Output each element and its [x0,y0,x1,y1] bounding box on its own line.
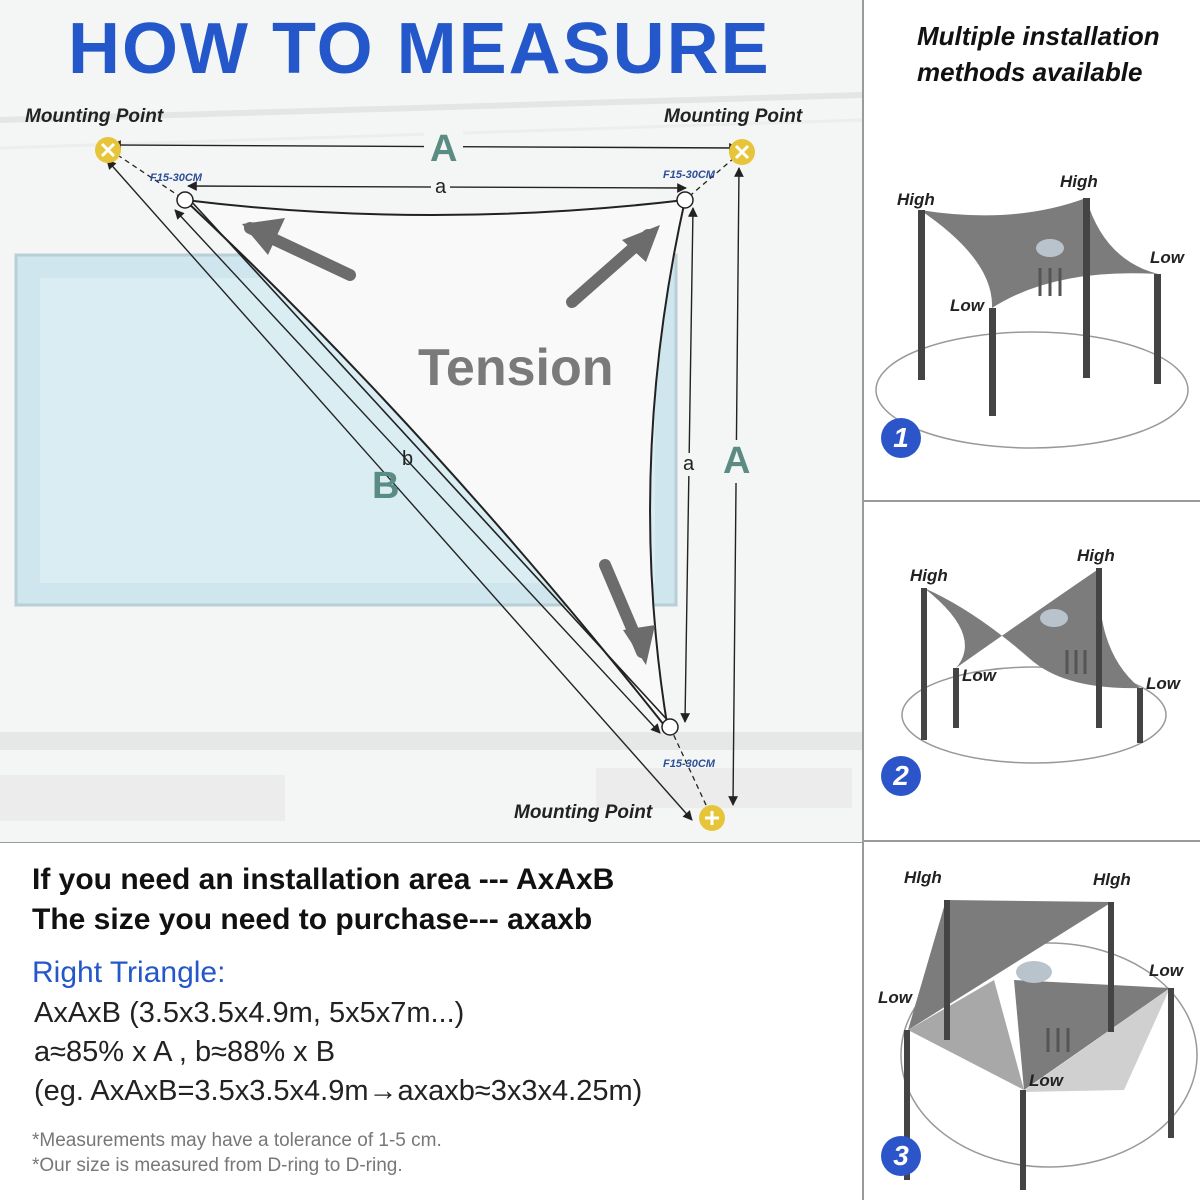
label-low-1b: Low [1150,248,1184,267]
measure-panel: HOW TO MEASURE Mounting Point Mounting P… [0,0,862,842]
gap-label-top-right: F15-30CM [663,169,715,181]
method-number-1: 1 [881,418,921,458]
label-low-3c: Low [1029,1071,1063,1090]
shade-sail-3a [908,900,1112,1030]
dimension-A-right [728,167,744,806]
shade-sail-3b [908,980,1024,1090]
method-number-2: 2 [881,756,921,796]
label-A-right: A [721,440,753,483]
mounting-point-label-bottom: Mounting Point [514,802,653,823]
page-title: HOW TO MEASURE [68,9,771,89]
mounting-point-label-top-right: Mounting Point [664,106,803,127]
post [1168,988,1174,1138]
mounting-point-icon-bottom [699,805,725,831]
label-low-2b: Low [1146,674,1180,693]
label-high-3a: Hlgh [904,868,942,887]
label-high-2a: High [910,566,948,585]
info-line-area: If you need an installation area --- AxA… [32,863,615,896]
label-high-1a: High [897,190,935,209]
label-low-2a: Low [962,666,996,685]
label-high-1b: High [1060,172,1098,191]
label-low-1a: Low [950,296,984,315]
rain-cloud-icon [1016,961,1070,1052]
method-2-illustration [901,568,1167,764]
rain-cloud-icon [1036,239,1064,296]
note-tolerance: *Measurements may have a tolerance of 1-… [32,1130,442,1151]
gap-line-top-right [684,151,742,201]
post [1020,1090,1026,1190]
ground-ellipse [900,942,1198,1168]
label-B: B [372,465,400,507]
ground-ellipse [875,331,1189,449]
gap-label-top-left: F15-30CM [150,172,202,184]
label-low-3b: Low [1149,961,1183,980]
mounting-point-label-top-left: Mounting Point [25,106,164,127]
measure-diagram [0,92,862,831]
info-text-sizes: AxAxB (3.5x3.5x4.9m, 5x5x7m...) [34,997,465,1029]
info-panel: If you need an installation area --- AxA… [0,843,862,1200]
label-A-top: A [424,128,464,171]
post [918,210,925,380]
note-dring: *Our size is measured from D-ring to D-r… [32,1155,403,1176]
post [921,588,927,740]
method-3-illustration [900,900,1198,1190]
gap-label-bottom: F15-30CM [663,758,715,770]
method-1-illustration [875,198,1189,449]
sail-edge-diagonal [189,199,673,726]
installation-title-line1: Multiple installation [917,21,1160,51]
label-low-3a: Low [878,988,912,1007]
mounting-point-icon-top-right [729,139,755,165]
label-a-top: a [431,176,451,199]
label-b: b [402,448,414,470]
post [989,308,996,416]
tension-label: Tension [418,339,614,397]
installation-title: Multiple installation methods available [917,18,1160,90]
shade-sail-3d [1022,988,1170,1092]
rain-cloud-icon [1040,609,1087,674]
deck-rail [0,732,862,750]
d-ring-top-right [676,191,694,209]
dimension-b-diagonal [174,209,661,734]
post [944,900,950,1040]
post [1083,198,1090,378]
d-ring-top-left [176,191,194,209]
right-triangle-heading: Right Triangle: [32,956,226,989]
ground-ellipse [901,666,1167,764]
gap-line-bottom [669,726,713,819]
label-high-2b: High [1077,546,1115,565]
post [1108,902,1114,1032]
info-line-purchase: The size you need to purchase--- axaxb [32,903,593,936]
post [953,668,959,728]
info-text-ratio: a≈85% x A , b≈88% x B [34,1036,336,1068]
d-ring-bottom [661,718,679,736]
divider-method-2 [864,840,1200,842]
post [1154,274,1161,384]
info-text-example: (eg. AxAxB=3.5x3.5x4.9m→axaxb≈3x3x4.25m) [34,1075,643,1107]
post [1137,688,1143,743]
post [904,1030,910,1180]
lounge-chair-2 [0,775,285,821]
post [1096,568,1102,728]
method-number-3: 3 [881,1136,921,1176]
label-a-right: a [681,453,697,476]
installation-title-line2: methods available [917,57,1143,87]
divider-method-1 [864,500,1200,502]
shade-sail-3c [1014,980,1170,1090]
railing-line [0,92,862,123]
gap-line-top-left [109,149,186,201]
mounting-point-icon-top-left [95,137,121,163]
label-high-3b: Hlgh [1093,870,1131,889]
installation-methods-panel: Multiple installation methods available … [862,0,1200,1200]
